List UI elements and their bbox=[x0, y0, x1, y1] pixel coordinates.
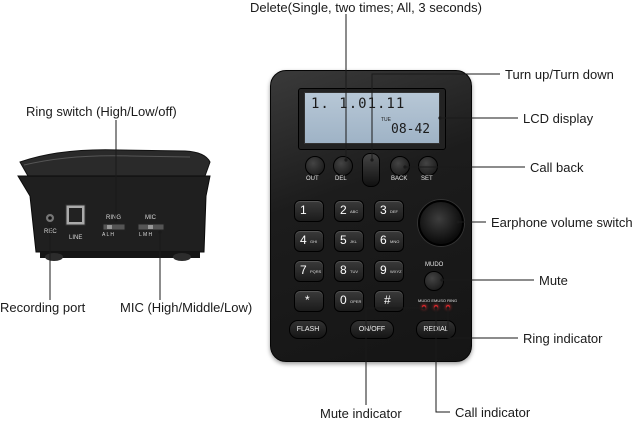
mudo-label: MUDO bbox=[425, 262, 444, 268]
del-label: DEL bbox=[335, 176, 347, 182]
indicator-labels: MUDO EMUSO RING bbox=[418, 298, 458, 303]
mic-label: MIC bbox=[145, 215, 156, 221]
handset-silhouette bbox=[19, 149, 211, 177]
key-1[interactable]: 1 bbox=[294, 200, 324, 222]
label-earphone-volume: Earphone volume switch bbox=[491, 215, 633, 230]
label-delete: Delete(Single, two times; All, 3 seconds… bbox=[250, 0, 482, 15]
mute-button[interactable] bbox=[424, 271, 444, 291]
volume-rocker[interactable] bbox=[362, 153, 380, 187]
set-label: SET bbox=[421, 176, 433, 182]
side-base-foot bbox=[40, 252, 200, 258]
ring-switch bbox=[102, 223, 126, 231]
lcd-day: TUE bbox=[381, 117, 391, 123]
lcd-time: 08-42 bbox=[391, 122, 431, 137]
label-turn-up-down: Turn up/Turn down bbox=[505, 67, 614, 82]
earphone-volume-knob[interactable] bbox=[418, 200, 464, 246]
line-label: LINE bbox=[69, 235, 83, 241]
label-recording-port: Recording port bbox=[0, 300, 86, 315]
label-call-back: Call back bbox=[530, 160, 584, 175]
key-hash[interactable]: # bbox=[374, 290, 404, 312]
label-lcd-display: LCD display bbox=[523, 111, 594, 126]
ring-led bbox=[446, 305, 450, 309]
rec-port bbox=[45, 213, 55, 223]
flash-button[interactable]: FLASH bbox=[289, 320, 327, 339]
del-button[interactable] bbox=[333, 156, 353, 176]
mic-levels: L M H bbox=[139, 232, 153, 238]
ring-label: RING bbox=[106, 215, 121, 221]
lcd-display: 1. 1.01.11 TUE 08-42 bbox=[304, 92, 440, 144]
line-jack bbox=[65, 204, 86, 226]
mute-led bbox=[422, 305, 426, 309]
label-call-indicator: Call indicator bbox=[455, 405, 531, 420]
out-button[interactable] bbox=[305, 156, 325, 176]
set-button[interactable] bbox=[418, 156, 438, 176]
ring-levels: A L H bbox=[102, 232, 115, 238]
label-ring-indicator: Ring indicator bbox=[523, 331, 603, 346]
lcd-line1: 1. 1.01.11 bbox=[311, 96, 406, 112]
side-base-body bbox=[17, 175, 211, 253]
out-label: OUT bbox=[306, 176, 319, 182]
rec-label: REC bbox=[44, 229, 57, 235]
call-led bbox=[434, 305, 438, 309]
label-ring-switch: Ring switch (High/Low/off) bbox=[26, 104, 177, 119]
label-mute: Mute bbox=[539, 273, 568, 288]
back-label: BACK bbox=[391, 176, 408, 182]
onoff-button[interactable]: ON/OFF bbox=[350, 320, 394, 339]
label-mic: MIC (High/Middle/Low) bbox=[120, 300, 253, 315]
back-button[interactable] bbox=[390, 156, 410, 176]
redial-button[interactable]: REDIAL bbox=[416, 320, 456, 339]
key-star[interactable]: * bbox=[294, 290, 324, 312]
mic-switch bbox=[137, 223, 165, 231]
label-mute-indicator: Mute indicator bbox=[320, 406, 402, 421]
